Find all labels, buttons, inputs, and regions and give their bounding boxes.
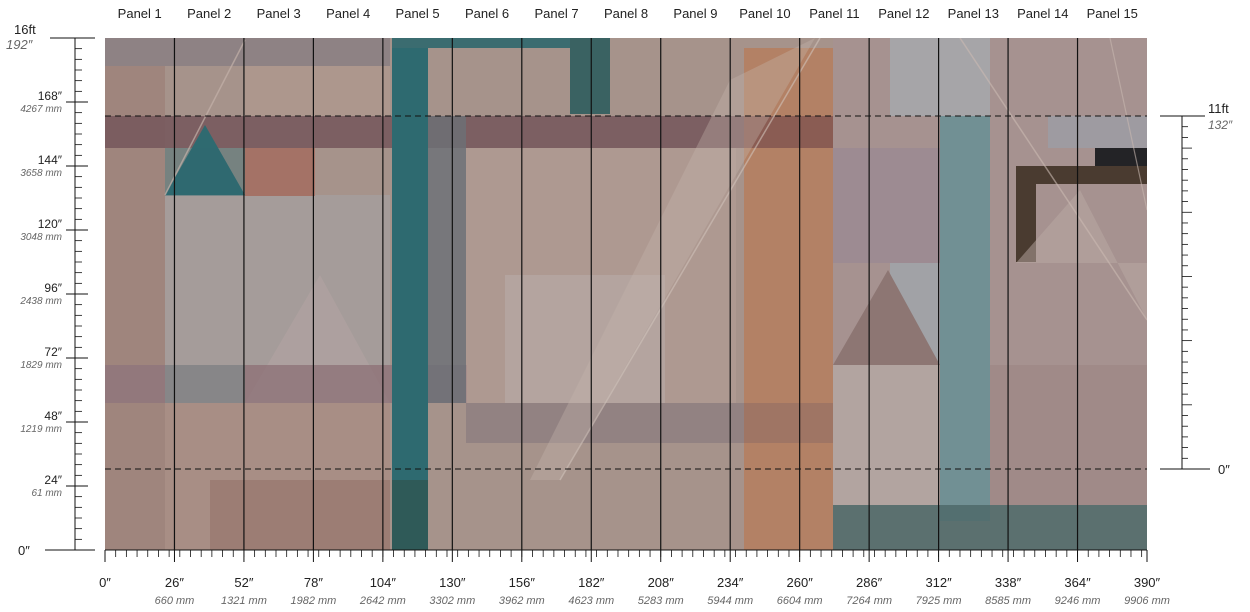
right-top-inch-label: 132″ bbox=[1208, 118, 1233, 132]
bottom-mm-label: 2642 mm bbox=[359, 595, 406, 607]
right-zero-label: 0″ bbox=[1218, 462, 1230, 477]
panel-label: Panel 8 bbox=[604, 6, 648, 21]
bottom-mm-label: 5944 mm bbox=[707, 595, 753, 607]
right-top-ft-label: 11ft bbox=[1208, 101, 1229, 116]
panel-label: Panel 7 bbox=[534, 6, 578, 21]
bottom-mm-label: 9246 mm bbox=[1055, 595, 1101, 607]
panel-label: Panel 9 bbox=[673, 6, 717, 21]
panel-label: Panel 2 bbox=[187, 6, 231, 21]
bottom-mm-label: 3302 mm bbox=[429, 595, 475, 607]
bottom-inch-label: 390″ bbox=[1134, 575, 1161, 590]
panel-label: Panel 4 bbox=[326, 6, 370, 21]
bottom-inch-label: 130″ bbox=[439, 575, 466, 590]
left-top-ft-label: 16ft bbox=[14, 22, 36, 37]
bottom-mm-label: 1321 mm bbox=[221, 595, 267, 607]
left-inch-label: 48″ bbox=[44, 409, 62, 423]
bottom-inch-label: 182″ bbox=[578, 575, 605, 590]
panel-label: Panel 15 bbox=[1087, 6, 1138, 21]
left-inch-label: 72″ bbox=[44, 345, 62, 359]
left-height-scale: 168″4267 mm 144″3658 mm 120″3048 mm 96″2438… bbox=[19, 37, 95, 551]
left-inch-label: 96″ bbox=[44, 281, 62, 295]
left-mm-label: 2438 mm bbox=[19, 296, 62, 307]
bottom-mm-label: 660 mm bbox=[155, 595, 195, 607]
bottom-mm-label: 3962 mm bbox=[499, 595, 545, 607]
bottom-inch-label: 0″ bbox=[99, 575, 111, 590]
left-top-inch-label: 192″ bbox=[6, 37, 33, 52]
right-height-scale bbox=[1160, 115, 1210, 470]
bottom-mm-label: 9906 mm bbox=[1124, 595, 1170, 607]
left-inch-label: 24″ bbox=[44, 473, 62, 487]
left-inch-label: 120″ bbox=[38, 217, 63, 231]
bottom-mm-label: 7264 mm bbox=[846, 595, 892, 607]
panel-divider-lines bbox=[173, 38, 1079, 550]
bottom-inch-label: 104″ bbox=[370, 575, 397, 590]
bottom-inch-label: 364″ bbox=[1064, 575, 1091, 590]
left-mm-label: 61 mm bbox=[31, 488, 62, 499]
panel-label: Panel 14 bbox=[1017, 6, 1068, 21]
bottom-inch-label: 208″ bbox=[648, 575, 675, 590]
panel-label: Panel 3 bbox=[257, 6, 301, 21]
left-mm-label: 4267 mm bbox=[20, 104, 62, 115]
left-mm-label: 1829 mm bbox=[20, 360, 62, 371]
bottom-width-scale: 0″ 26″ 660 mm 52″ 1321 mm 78″ 1982 mm 104″ 2642 … bbox=[99, 549, 1170, 607]
panel-label: Panel 12 bbox=[878, 6, 929, 21]
panel-label: Panel 1 bbox=[118, 6, 162, 21]
bottom-inch-label: 286″ bbox=[856, 575, 883, 590]
bottom-inch-label: 312″ bbox=[925, 575, 952, 590]
bottom-inch-label: 156″ bbox=[509, 575, 536, 590]
left-mm-label: 1219 mm bbox=[20, 424, 62, 435]
left-zero-label: 0″ bbox=[18, 543, 30, 558]
bottom-mm-label: 8585 mm bbox=[985, 595, 1031, 607]
panel-label: Panel 5 bbox=[396, 6, 440, 21]
bottom-mm-label: 7925 mm bbox=[916, 595, 962, 607]
bottom-inch-label: 78″ bbox=[304, 575, 323, 590]
bottom-mm-label: 4623 mm bbox=[568, 595, 614, 607]
bottom-inch-label: 260″ bbox=[787, 575, 814, 590]
bottom-inch-label: 52″ bbox=[234, 575, 253, 590]
left-mm-label: 3658 mm bbox=[20, 168, 62, 179]
left-inch-label: 144″ bbox=[38, 153, 63, 167]
bottom-mm-label: 1982 mm bbox=[290, 595, 336, 607]
panel-label: Panel 13 bbox=[948, 6, 999, 21]
bottom-inch-label: 338″ bbox=[995, 575, 1022, 590]
panel-label: Panel 11 bbox=[809, 6, 859, 21]
panel-labels: Panel 1 Panel 2 Panel 3 Panel 4 Panel 5 Panel… bbox=[118, 6, 1138, 21]
bottom-inch-label: 234″ bbox=[717, 575, 744, 590]
bottom-mm-label: 5283 mm bbox=[638, 595, 684, 607]
bottom-mm-label: 6604 mm bbox=[777, 595, 823, 607]
left-inch-label: 168″ bbox=[38, 89, 63, 103]
mural-artwork bbox=[105, 38, 1147, 550]
panel-label: Panel 6 bbox=[465, 6, 509, 21]
bottom-inch-label: 26″ bbox=[165, 575, 184, 590]
panel-label: Panel 10 bbox=[739, 6, 790, 21]
left-mm-label: 3048 mm bbox=[20, 232, 62, 243]
